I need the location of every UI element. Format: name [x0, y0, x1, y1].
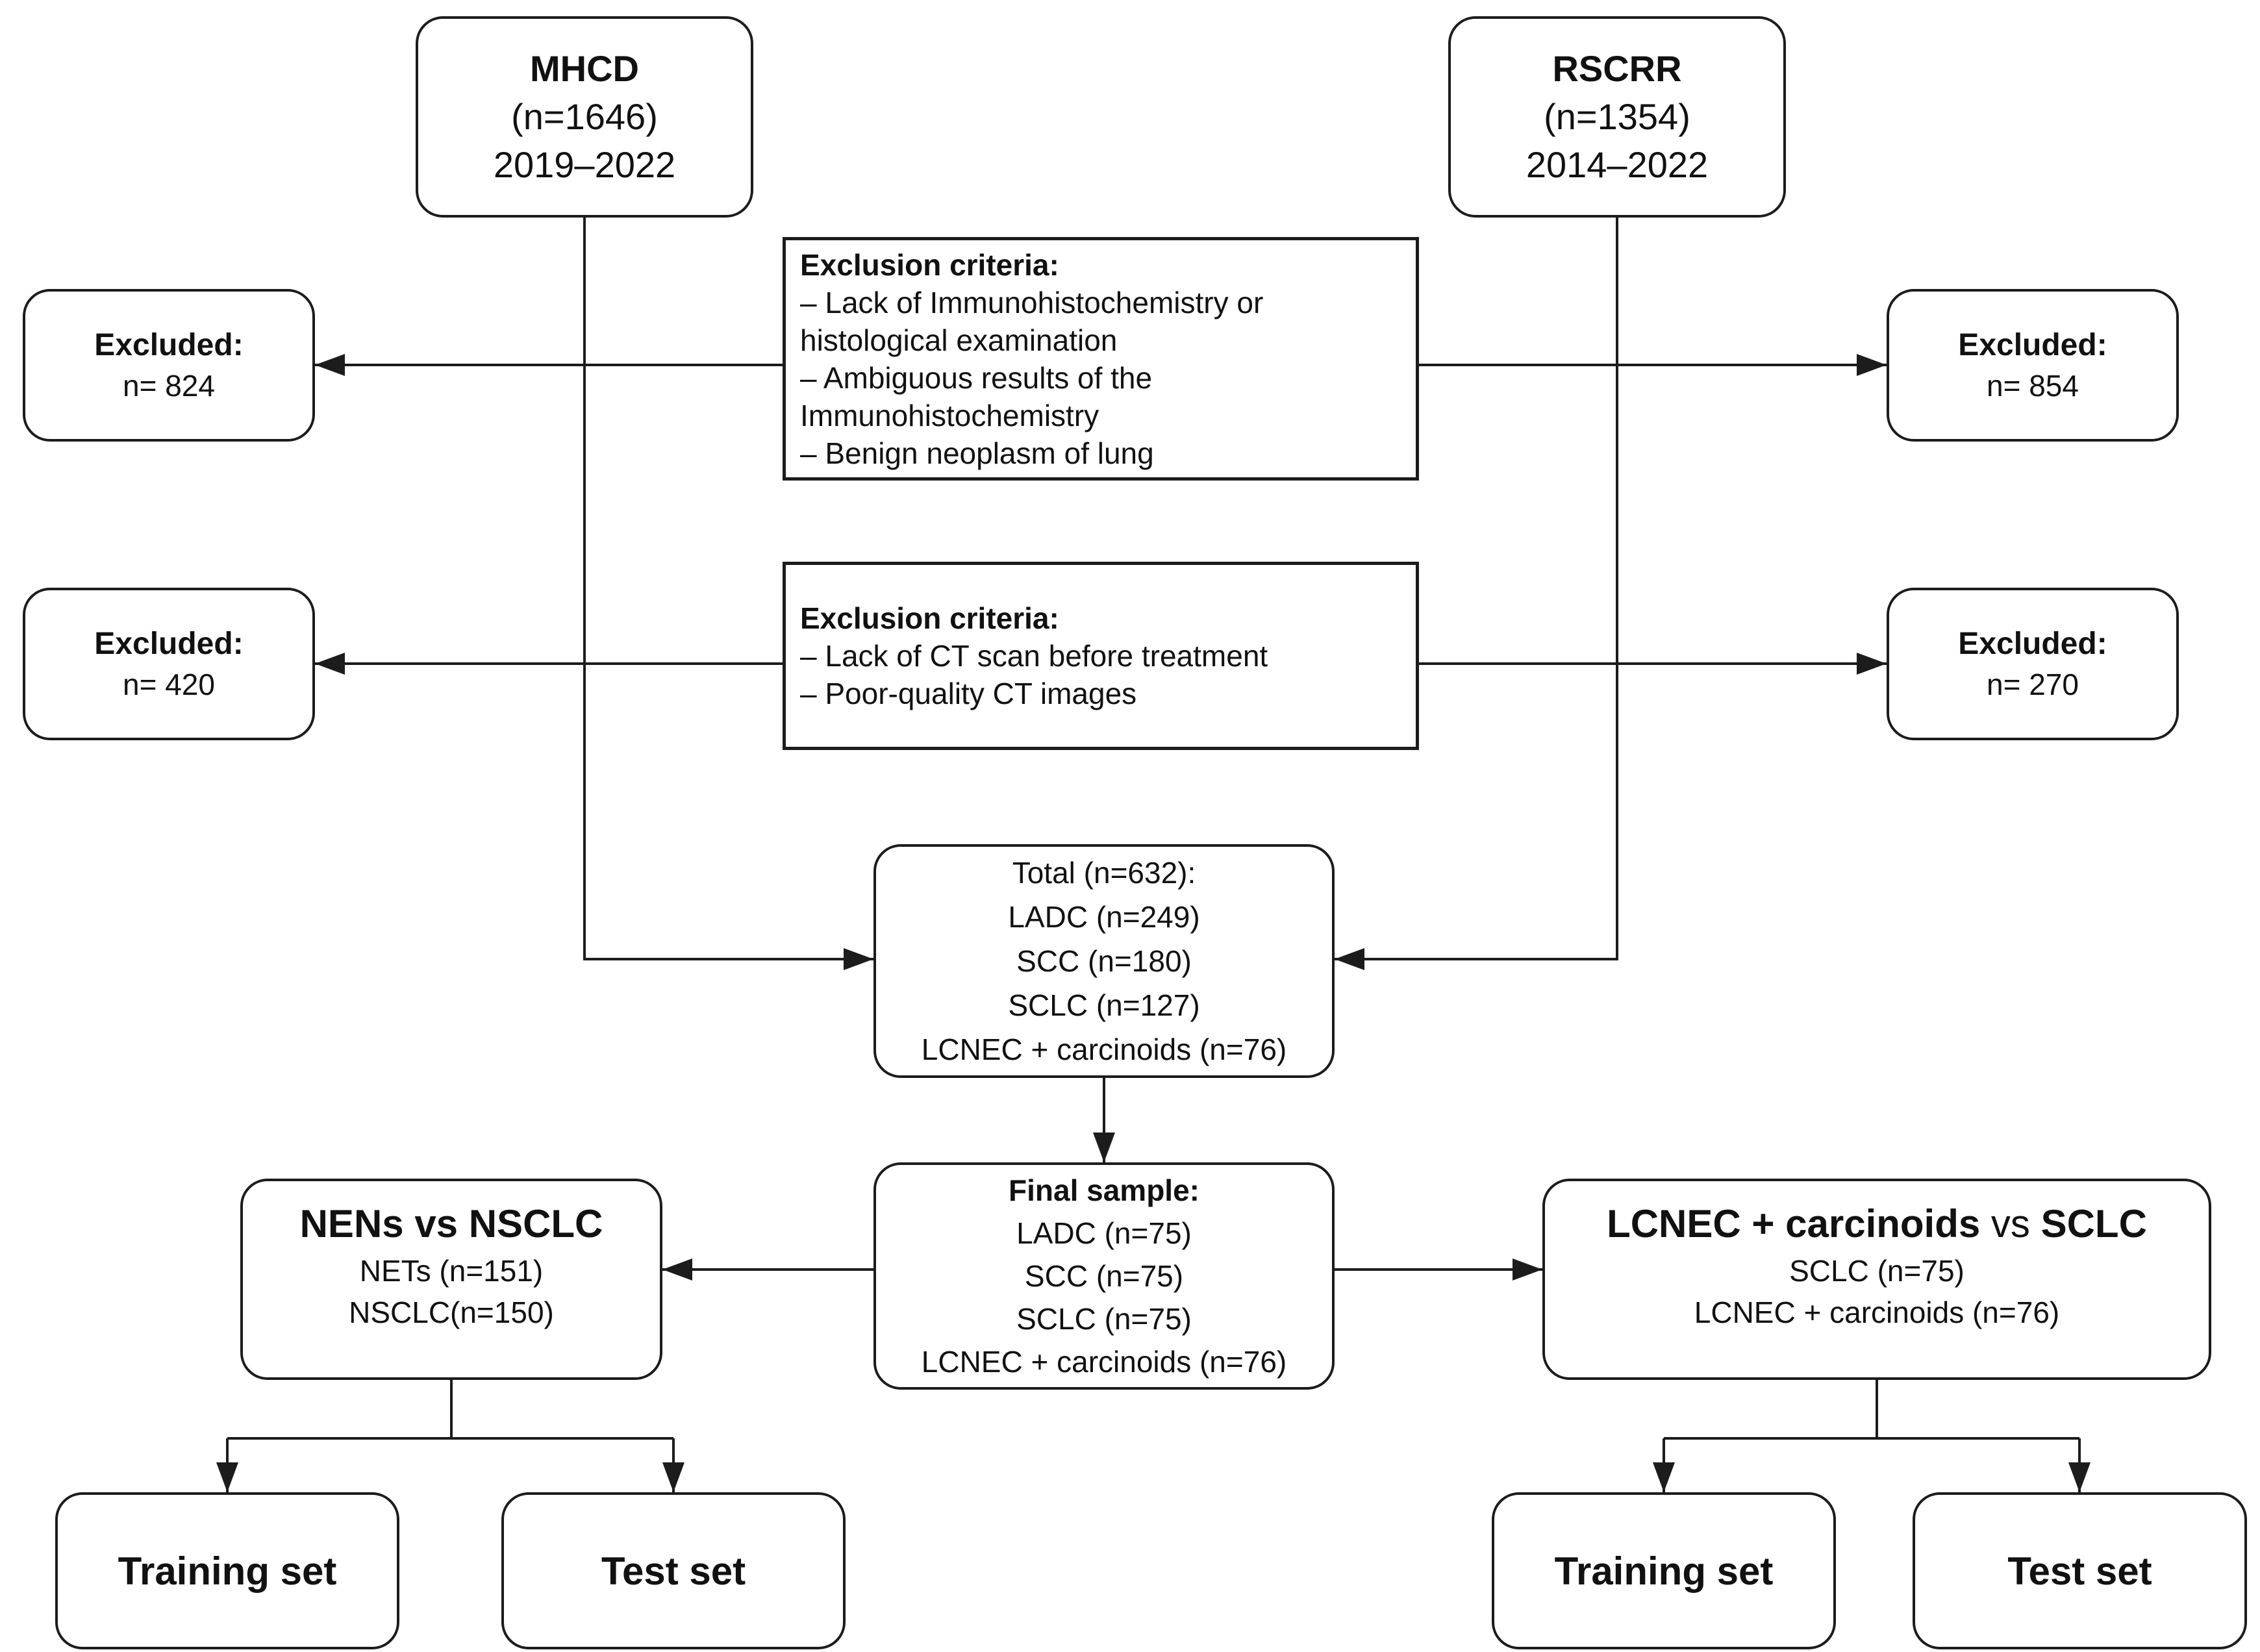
- rscrr-title: RSCRR: [1552, 48, 1682, 89]
- node-excluded-rscrr-2: Excluded: n= 270: [1887, 588, 2179, 740]
- training-set-label: Training set: [1554, 1549, 1774, 1593]
- lcnec-title: LCNEC + carcinoids vs SCLC: [1607, 1198, 2147, 1250]
- nens-title: NENs vs NSCLC: [299, 1202, 603, 1245]
- excluded-label: Excluded:: [94, 327, 244, 362]
- mhcd-count: (n=1646): [511, 96, 658, 137]
- node-excluded-mhcd-1: Excluded: n= 824: [23, 289, 315, 442]
- exclusion1-item: – Benign neoplasm of lung: [800, 436, 1154, 470]
- node-excluded-rscrr-1: Excluded: n= 854: [1887, 289, 2179, 442]
- node-excluded-mhcd-2: Excluded: n= 420: [23, 588, 315, 740]
- excluded-count: n= 854: [1987, 368, 2079, 403]
- exclusion2-item: – Lack of CT scan before treatment: [800, 639, 1268, 673]
- node-exclusion-criteria-2: Exclusion criteria: – Lack of CT scan be…: [783, 562, 1419, 750]
- connector-nens-split: [227, 1380, 673, 1440]
- test-set-label: Test set: [2007, 1549, 2152, 1593]
- exclusion2-heading: Exclusion criteria:: [800, 601, 1059, 635]
- node-lcnec-vs-sclc: LCNEC + carcinoids vs SCLC SCLC (n=75) L…: [1542, 1179, 2211, 1380]
- nens-line: NSCLC(n=150): [349, 1295, 554, 1329]
- total-line: LCNEC + carcinoids (n=76): [921, 1032, 1287, 1066]
- lcnec-title-vs: vs: [1980, 1202, 2041, 1245]
- node-total-sample: Total (n=632): LADC (n=249) SCC (n=180) …: [873, 844, 1335, 1078]
- test-set-label: Test set: [601, 1549, 746, 1593]
- excluded-count: n= 824: [123, 368, 215, 403]
- excluded-label: Excluded:: [1958, 626, 2107, 661]
- node-rscrr-cohort: RSCRR (n=1354) 2014–2022: [1448, 16, 1786, 218]
- node-nens-vs-nsclc: NENs vs NSCLC NETs (n=151) NSCLC(n=150): [240, 1179, 662, 1380]
- exclusion1-item: – Lack of Immunohistochemistry or histol…: [800, 285, 1264, 357]
- node-training-set-right: Training set: [1492, 1492, 1836, 1649]
- node-test-set-right: Test set: [1913, 1492, 2247, 1649]
- excluded-count: n= 270: [1987, 667, 2079, 701]
- training-set-label: Training set: [118, 1549, 337, 1593]
- exclusion1-item: – Ambiguous results of the Immunohistoch…: [800, 360, 1153, 432]
- exclusion1-heading: Exclusion criteria:: [800, 247, 1059, 282]
- lcnec-title-part2: SCLC: [2040, 1202, 2147, 1245]
- exclusion2-item: – Poor-quality CT images: [800, 677, 1137, 710]
- lcnec-line: LCNEC + carcinoids (n=76): [1694, 1295, 2060, 1329]
- mhcd-title: MHCD: [530, 48, 639, 89]
- lcnec-line: SCLC (n=75): [1789, 1254, 1965, 1288]
- connector-lcnec-split: [1664, 1380, 2079, 1440]
- nens-line: NETs (n=151): [359, 1254, 544, 1288]
- rscrr-count: (n=1354): [1544, 96, 1690, 137]
- node-mhcd-cohort: MHCD (n=1646) 2019–2022: [416, 16, 753, 218]
- total-line: LADC (n=249): [1008, 900, 1200, 934]
- final-sample-line: SCC (n=75): [1024, 1259, 1184, 1293]
- total-line: SCLC (n=127): [1008, 988, 1200, 1022]
- final-sample-line: SCLC (n=75): [1016, 1302, 1192, 1336]
- final-sample-line: LCNEC + carcinoids (n=76): [921, 1345, 1287, 1379]
- final-sample-heading: Final sample:: [1009, 1173, 1199, 1207]
- node-exclusion-criteria-1: Exclusion criteria: – Lack of Immunohist…: [783, 237, 1419, 481]
- final-sample-line: LADC (n=75): [1016, 1216, 1192, 1250]
- mhcd-years: 2019–2022: [493, 144, 676, 185]
- total-line: Total (n=632):: [1012, 856, 1196, 890]
- node-final-sample: Final sample: LADC (n=75) SCC (n=75) SCL…: [873, 1162, 1335, 1390]
- excluded-label: Excluded:: [94, 626, 244, 661]
- excluded-count: n= 420: [123, 667, 215, 701]
- lcnec-title-part1: LCNEC + carcinoids: [1607, 1202, 1981, 1245]
- node-test-set-left: Test set: [501, 1492, 846, 1649]
- node-training-set-left: Training set: [55, 1492, 399, 1649]
- rscrr-years: 2014–2022: [1526, 144, 1709, 185]
- excluded-label: Excluded:: [1958, 327, 2107, 362]
- total-line: SCC (n=180): [1016, 944, 1192, 978]
